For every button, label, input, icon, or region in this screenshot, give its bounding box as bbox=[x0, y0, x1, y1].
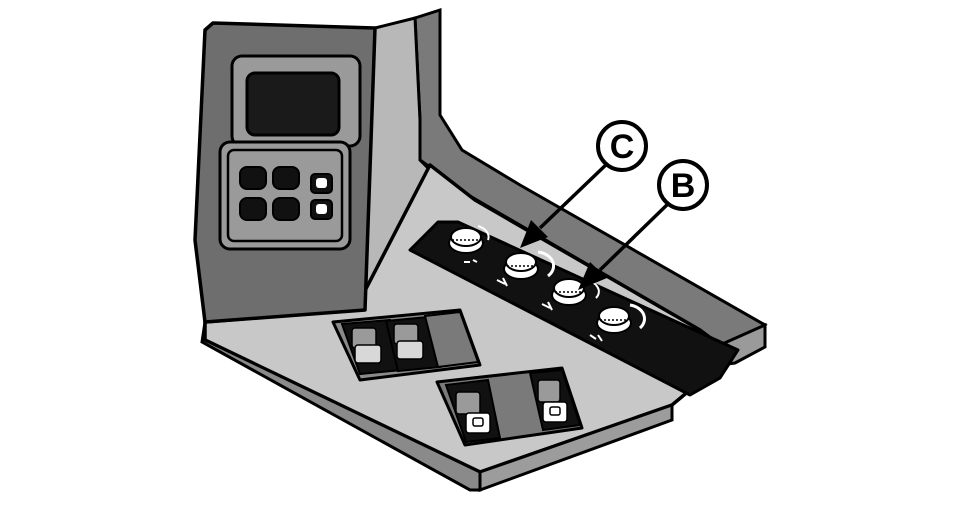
keypad-button-3[interactable] bbox=[239, 197, 267, 221]
callout-b: B bbox=[657, 159, 709, 211]
indicator-button-2-face bbox=[316, 204, 327, 214]
rocker-switch-4[interactable] bbox=[537, 379, 568, 423]
knob-strip bbox=[408, 220, 740, 397]
callout-b-label: B bbox=[671, 167, 696, 205]
rocker-switch-1[interactable] bbox=[351, 327, 382, 364]
callout-c-label: C bbox=[610, 128, 635, 166]
front-switch-group bbox=[331, 308, 482, 382]
knob-symbol-4 bbox=[589, 334, 603, 342]
lcd-screen bbox=[245, 71, 341, 137]
knob-symbol-1 bbox=[464, 259, 478, 263]
callout-b-arrow bbox=[578, 198, 674, 290]
keypad-button-1[interactable] bbox=[239, 166, 267, 190]
console-deck-front-edge bbox=[478, 402, 674, 493]
knob-symbol-3 bbox=[541, 301, 553, 311]
knob-symbol-2 bbox=[496, 277, 508, 287]
knob-1[interactable] bbox=[448, 225, 490, 254]
callout-c-arrow bbox=[520, 158, 613, 248]
rocker-switch-3[interactable] bbox=[455, 391, 491, 434]
indicator-button-1-face bbox=[316, 178, 327, 188]
knob-3[interactable] bbox=[551, 278, 600, 306]
keypad-button-2[interactable] bbox=[272, 166, 300, 190]
keypad-button-4[interactable] bbox=[272, 197, 300, 221]
keypad-inner bbox=[226, 148, 344, 243]
rocker-switch-2[interactable] bbox=[393, 323, 424, 360]
knob-4[interactable] bbox=[596, 303, 646, 334]
callout-c: C bbox=[596, 120, 648, 172]
knob-2[interactable] bbox=[503, 250, 556, 280]
rear-switch-group bbox=[435, 366, 584, 447]
